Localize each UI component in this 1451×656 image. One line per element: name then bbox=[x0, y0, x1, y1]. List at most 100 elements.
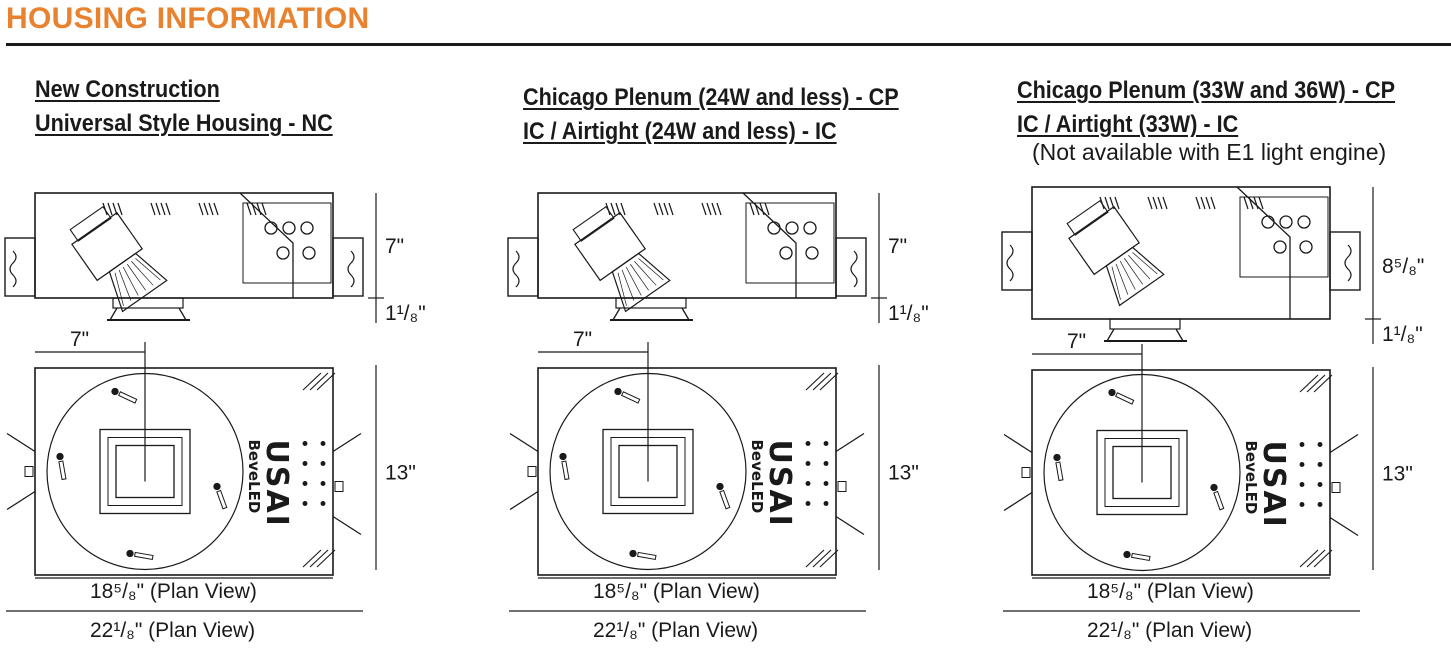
spring-arm-left bbox=[6, 432, 36, 511]
side-elevation: 8⁵/₈"1¹/₈" bbox=[1001, 186, 1424, 346]
housing-slope bbox=[1236, 186, 1291, 319]
knockout-icon bbox=[302, 246, 316, 260]
knockout-icon bbox=[1273, 240, 1287, 254]
column-subtitle: IC / Airtight (33W) - IC bbox=[1017, 111, 1239, 138]
column-note: (Not available with E1 light engine) bbox=[1032, 139, 1387, 165]
vent-slot bbox=[1195, 196, 1201, 210]
mounting-bracket-left bbox=[1001, 231, 1033, 291]
rivet-dot bbox=[1299, 442, 1305, 447]
rivet-dot bbox=[320, 461, 326, 466]
mounting-clip bbox=[1130, 552, 1151, 562]
corner-hatch bbox=[1306, 374, 1326, 393]
reflector-mesh bbox=[1123, 257, 1143, 285]
junction-box bbox=[242, 202, 332, 284]
mounting-clip bbox=[58, 460, 67, 481]
vent-slot bbox=[668, 202, 674, 216]
mounting-bracket-right bbox=[332, 237, 364, 297]
vent-slot bbox=[716, 202, 722, 216]
spring-arm-right bbox=[835, 432, 865, 536]
vent-slot bbox=[1114, 196, 1120, 210]
mounting-clip bbox=[118, 391, 138, 404]
rivet-dot bbox=[1317, 462, 1323, 467]
clip-pin bbox=[716, 482, 724, 491]
reflector-mesh bbox=[118, 269, 132, 301]
knockout-icon bbox=[1299, 240, 1313, 254]
corner-hatch bbox=[1313, 549, 1333, 568]
clip-tab bbox=[334, 481, 344, 492]
bracket-detail bbox=[1006, 244, 1014, 282]
offset-label: 7" bbox=[1067, 330, 1086, 353]
column-subtitle: Universal Style Housing - NC bbox=[35, 110, 333, 137]
rivet-dot bbox=[320, 481, 326, 486]
vent-slot bbox=[1200, 196, 1206, 210]
mounting-clip bbox=[719, 489, 731, 510]
reflector-mesh bbox=[1128, 255, 1151, 280]
vent-slot bbox=[117, 202, 123, 216]
flange-edge bbox=[109, 307, 187, 321]
vent-slot bbox=[198, 202, 204, 216]
column-subtitle: IC / Airtight (24W and less) - IC bbox=[523, 118, 837, 145]
clip-pin bbox=[1053, 453, 1061, 462]
column-title: Chicago Plenum (33W and 36W) - CP bbox=[1017, 77, 1396, 104]
vent-slot bbox=[1210, 196, 1216, 210]
heatsink bbox=[69, 205, 112, 242]
vent-slot bbox=[1243, 196, 1249, 210]
column-title: Chicago Plenum (24W and less) - CP bbox=[523, 84, 899, 111]
side-elevation: 7"1¹/₈" bbox=[507, 192, 929, 325]
inner-length-label: 18⁵/₈" (Plan View) bbox=[90, 580, 257, 603]
offset-label: 7" bbox=[70, 328, 89, 351]
knockout-icon bbox=[1297, 215, 1311, 229]
bracket-detail bbox=[347, 250, 355, 288]
vent-slot bbox=[213, 202, 219, 216]
clip-pin bbox=[56, 452, 64, 461]
mounting-clip bbox=[133, 551, 154, 561]
reflector-mesh bbox=[114, 272, 124, 306]
mounting-clip bbox=[561, 460, 570, 481]
corner-hatch bbox=[302, 372, 322, 391]
vent-slot bbox=[1248, 196, 1254, 210]
knockout-icon bbox=[1261, 215, 1275, 229]
vent-slot bbox=[663, 202, 669, 216]
housing-slope bbox=[742, 192, 797, 298]
reflector-mesh bbox=[131, 261, 154, 286]
mounting-bracket-left bbox=[4, 237, 36, 297]
inner-length-label: 18⁵/₈" (Plan View) bbox=[1087, 580, 1254, 603]
corner-hatch bbox=[316, 549, 336, 568]
housing-slope bbox=[239, 192, 294, 298]
trim-ring bbox=[112, 297, 184, 309]
mounting-clip bbox=[1115, 392, 1135, 405]
plan-outline bbox=[537, 367, 837, 576]
mounting-clip bbox=[636, 551, 657, 561]
plan-outline bbox=[1031, 369, 1331, 576]
clip-pin bbox=[614, 387, 622, 396]
rivet-dot bbox=[1299, 502, 1305, 507]
rivet-dot bbox=[1317, 502, 1323, 507]
vent-slot bbox=[1162, 196, 1168, 210]
vent-slot bbox=[1147, 196, 1153, 210]
reflector-mesh bbox=[617, 272, 627, 306]
clip-tab bbox=[527, 466, 537, 477]
reflector-mesh bbox=[638, 258, 664, 281]
spring-arm-left bbox=[1003, 433, 1033, 512]
corner-hatch bbox=[1313, 374, 1333, 393]
corner-hatch bbox=[812, 372, 832, 391]
brand-logo-sub: BeveLED bbox=[748, 440, 766, 514]
mounting-bracket-right bbox=[835, 237, 867, 297]
clip-tab bbox=[24, 466, 34, 477]
width-label: 13" bbox=[385, 462, 416, 485]
reflector-mesh bbox=[1132, 252, 1158, 275]
inner-length-label: 18⁵/₈" (Plan View) bbox=[593, 580, 760, 603]
vent-slot bbox=[610, 202, 616, 216]
rivet-dot bbox=[302, 441, 308, 446]
reflector-mesh bbox=[122, 266, 139, 296]
brand-logo-sub: BeveLED bbox=[245, 440, 263, 514]
corner-hatch bbox=[309, 372, 329, 391]
width-label: 13" bbox=[888, 462, 919, 485]
corner-hatch bbox=[805, 372, 825, 391]
bracket-detail bbox=[850, 250, 858, 288]
flange-edge bbox=[612, 307, 690, 321]
